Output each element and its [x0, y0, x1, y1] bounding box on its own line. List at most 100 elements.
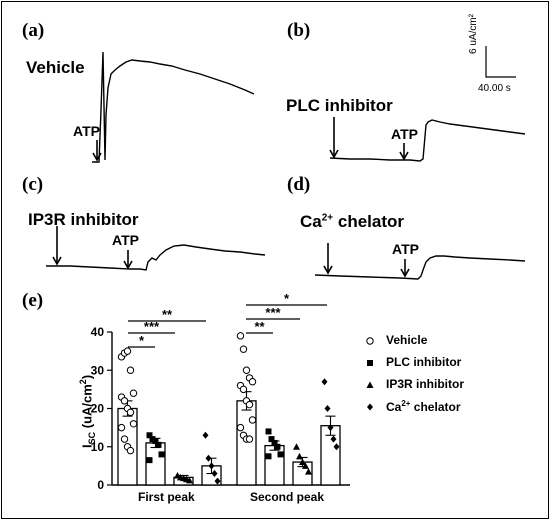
legend-label-plc-inhibitor: PLC inhibitor — [386, 355, 462, 369]
legend-ca-sup: 2+ — [401, 399, 411, 408]
data-point — [126, 408, 135, 417]
panel-b-title: PLC inhibitor — [286, 96, 393, 115]
legend-ca-suffix: chelator — [410, 400, 461, 414]
data-point — [155, 441, 162, 448]
legend-label-ca-chelator: Ca2+ chelator — [386, 399, 460, 414]
data-point — [239, 345, 248, 353]
trace-ip3r-inhibitor — [46, 244, 266, 271]
data-point — [268, 436, 275, 443]
arrowhead-ip3r-inhibitor — [52, 256, 62, 266]
significance-label: ** — [254, 319, 265, 334]
y-axis-label-unit: (uA/cm — [79, 384, 95, 432]
legend-marker — [366, 337, 374, 345]
data-point — [152, 438, 159, 445]
significance-label: * — [139, 333, 145, 348]
data-point — [129, 389, 138, 397]
data-point — [208, 462, 215, 470]
significance-label: ** — [162, 307, 173, 322]
y-tick-label: 0 — [97, 478, 104, 492]
arrowhead-atp-b — [399, 151, 409, 161]
data-point — [239, 385, 248, 394]
data-point — [277, 451, 284, 458]
data-point — [302, 462, 309, 469]
trace-vehicle — [92, 51, 255, 163]
panel-d-title-sup: 2+ — [321, 212, 334, 224]
chart-legend — [366, 337, 374, 411]
data-point — [126, 446, 135, 455]
legend-marker — [367, 403, 373, 411]
data-point — [211, 470, 218, 478]
data-point — [271, 439, 278, 446]
data-point — [236, 423, 245, 432]
significance-label: *** — [144, 319, 160, 334]
data-point — [214, 477, 221, 485]
panel-d-title: Ca2+ chelator — [300, 212, 404, 232]
panel-c-letter: (c) — [22, 174, 44, 195]
data-point — [248, 416, 257, 424]
legend-label-vehicle: Vehicle — [386, 333, 428, 347]
panel-b-atp-label: ATP — [391, 126, 418, 142]
data-point — [242, 366, 251, 374]
y-tick-label: 10 — [91, 440, 105, 454]
scale-bar-horizontal-label: 40.00 s — [478, 83, 511, 94]
data-point — [129, 420, 138, 428]
data-point — [305, 468, 312, 475]
panel-a-atp-label: ATP — [73, 123, 100, 139]
panel-c-atp-label: ATP — [112, 232, 139, 248]
data-point — [236, 332, 245, 340]
y-tick-label: 40 — [91, 325, 105, 339]
y-axis-label: ISC (uA/cm2) — [78, 375, 97, 448]
chart-points — [117, 332, 340, 485]
data-point — [265, 428, 272, 435]
arrowhead-plc-inhibitor — [329, 149, 339, 159]
data-point — [293, 443, 300, 450]
data-point — [202, 431, 209, 439]
panel-d-atp-label: ATP — [392, 241, 419, 257]
panel-b-letter: (b) — [287, 20, 311, 41]
panel-a-letter: (a) — [22, 20, 45, 41]
panel-a-title: Vehicle — [26, 58, 85, 77]
data-point — [327, 424, 334, 432]
data-point — [126, 366, 135, 374]
legend-marker — [367, 360, 373, 366]
y-tick-label: 30 — [91, 363, 105, 377]
data-point — [117, 423, 126, 432]
arrowhead-atp-c — [123, 260, 133, 270]
data-point — [146, 457, 153, 464]
significance-label: * — [284, 291, 290, 306]
y-axis-label-sub: SC — [86, 431, 97, 445]
y-axis-label-close: ) — [79, 374, 95, 380]
y-tick-label: 20 — [91, 402, 105, 416]
panel-d-title-suffix: chelator — [333, 212, 404, 231]
legend-label-ip3r-inhibitor: IP3R inhibitor — [386, 377, 464, 391]
arrowhead-ca-chelator — [323, 265, 333, 275]
panel-c-title: IP3R inhibitor — [28, 210, 139, 229]
data-point — [330, 435, 337, 443]
data-point — [123, 347, 132, 355]
data-point — [265, 453, 272, 460]
data-point — [324, 405, 331, 412]
data-point — [296, 452, 303, 460]
data-point — [333, 443, 340, 451]
data-point — [205, 454, 212, 462]
arrowhead-atp-a — [92, 152, 102, 162]
trace-ca-chelator — [314, 255, 526, 280]
chart-significance: ************ — [128, 291, 327, 348]
trace-plc-inhibitor — [329, 119, 526, 162]
data-point — [186, 476, 193, 484]
legend-ca-prefix: Ca — [386, 400, 402, 414]
significance-label: *** — [265, 305, 281, 320]
panel-d-title-prefix: Ca — [300, 212, 322, 231]
panel-e-letter: (e) — [22, 290, 44, 311]
legend-marker — [366, 381, 374, 388]
bar — [236, 400, 257, 486]
data-point — [120, 397, 129, 405]
data-point — [299, 458, 306, 466]
data-point — [321, 378, 328, 386]
scale-bar — [485, 46, 516, 78]
data-point — [274, 443, 281, 450]
arrowhead-atp-d — [400, 268, 410, 278]
